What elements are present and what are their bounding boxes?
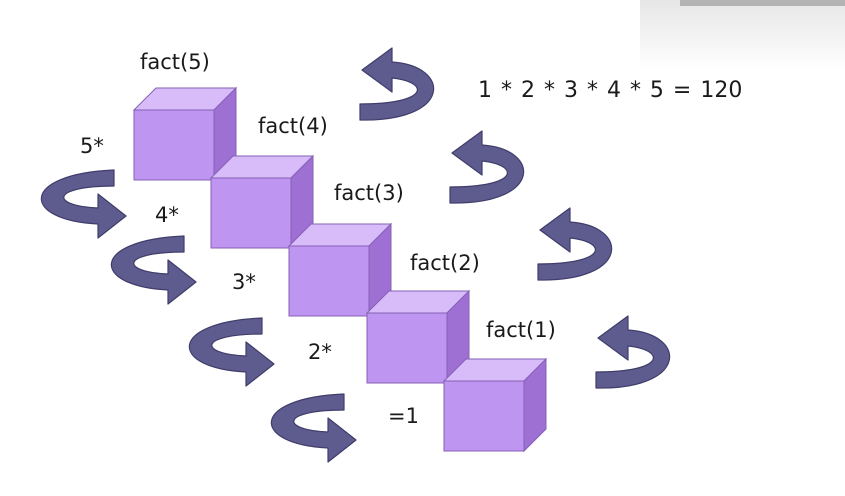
- cube-fact3: [288, 223, 392, 317]
- label-mult2: 2*: [308, 340, 332, 364]
- corner-shadow: [640, 0, 845, 70]
- cube-fact1: [443, 358, 547, 452]
- curved-arrow-down-icon: [110, 235, 197, 305]
- label-base-case: =1: [388, 404, 419, 428]
- curved-arrow-down-icon: [270, 393, 357, 463]
- curved-arrow-down-icon: [188, 317, 275, 387]
- label-fact5: fact(5): [140, 50, 210, 74]
- result-formula: 1 * 2 * 3 * 4 * 5 = 120: [478, 78, 743, 103]
- curved-arrow-up-icon: [359, 47, 435, 121]
- curved-arrow-up-icon: [449, 130, 525, 204]
- curved-arrow-up-icon: [537, 207, 613, 281]
- label-mult3: 3*: [232, 270, 256, 294]
- curved-arrow-up-icon: [595, 315, 671, 389]
- cube-fact5: [133, 87, 237, 181]
- label-mult5: 5*: [80, 134, 104, 158]
- cube-fact2: [366, 290, 470, 384]
- curved-arrow-down-icon: [40, 169, 127, 239]
- label-mult4: 4*: [155, 203, 179, 227]
- label-fact2: fact(2): [410, 251, 480, 275]
- label-fact4: fact(4): [258, 114, 328, 138]
- label-fact3: fact(3): [334, 181, 404, 205]
- label-fact1: fact(1): [486, 318, 556, 342]
- cube-fact4: [210, 155, 314, 249]
